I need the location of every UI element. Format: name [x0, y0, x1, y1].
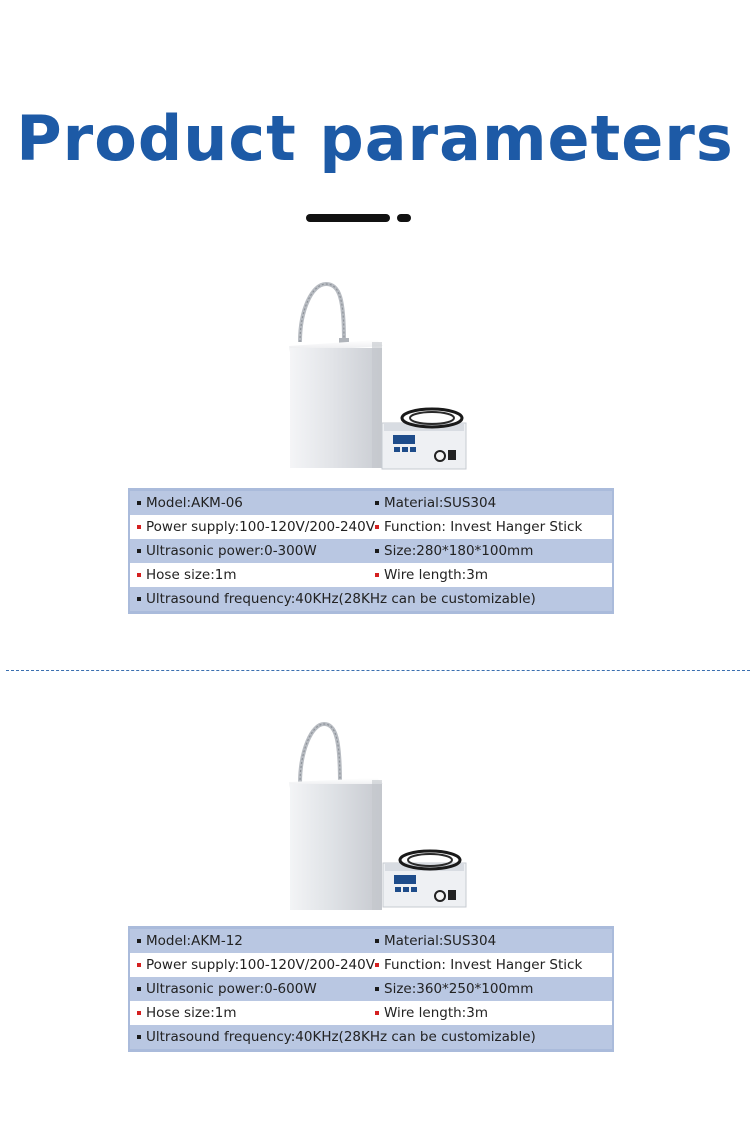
spec-hose-size: Hose size:1m [146, 1005, 237, 1021]
table-row: Hose size:1m Wire length:3m [130, 1001, 612, 1025]
spec-function: Function: Invest Hanger Stick [384, 957, 583, 973]
spec-wire-length: Wire length:3m [384, 1005, 488, 1021]
bullet-icon [137, 525, 141, 529]
bullet-icon [137, 597, 141, 601]
bullet-icon [375, 963, 379, 967]
spec-model: Model:AKM-06 [146, 495, 243, 511]
spec-size: Size:360*250*100mm [384, 981, 534, 997]
bullet-icon [137, 1035, 141, 1039]
bullet-icon [137, 549, 141, 553]
bullet-icon [137, 963, 141, 967]
page-title: Product parameters [16, 102, 734, 175]
bullet-icon [375, 501, 379, 505]
bullet-icon [137, 939, 141, 943]
bullet-icon [137, 501, 141, 505]
table-row: Ultrasonic power:0-300W Size:280*180*100… [130, 539, 612, 563]
spec-ultrasonic-power: Ultrasonic power:0-300W [146, 543, 317, 559]
bullet-icon [375, 987, 379, 991]
spec-wire-length: Wire length:3m [384, 567, 488, 583]
spec-hose-size: Hose size:1m [146, 567, 237, 583]
spec-table: Model:AKM-06 Material:SUS304 Power suppl… [128, 488, 614, 614]
table-row: Hose size:1m Wire length:3m [130, 563, 612, 587]
spec-power-supply: Power supply:100-120V/200-240V [146, 519, 375, 535]
spec-ultrasonic-power: Ultrasonic power:0-600W [146, 981, 317, 997]
bullet-icon [375, 1011, 379, 1015]
spec-material: Material:SUS304 [384, 495, 497, 511]
bullet-icon [375, 549, 379, 553]
table-row: Model:AKM-06 Material:SUS304 [130, 491, 612, 515]
spec-power-supply: Power supply:100-120V/200-240V [146, 957, 375, 973]
bullet-icon [137, 1011, 141, 1015]
table-row: Ultrasound frequency:40KHz(28KHz can be … [130, 587, 612, 611]
underline-dot [397, 214, 411, 222]
spec-frequency: Ultrasound frequency:40KHz(28KHz can be … [146, 591, 536, 607]
spec-frequency: Ultrasound frequency:40KHz(28KHz can be … [146, 1029, 536, 1045]
product-image [289, 721, 467, 910]
spec-model: Model:AKM-12 [146, 933, 243, 949]
spec-table: Model:AKM-12 Material:SUS304 Power suppl… [128, 926, 614, 1052]
bullet-icon [375, 525, 379, 529]
bullet-icon [375, 939, 379, 943]
table-row: Power supply:100-120V/200-240V Function:… [130, 953, 612, 977]
bullet-icon [137, 987, 141, 991]
bullet-icon [375, 573, 379, 577]
table-row: Power supply:100-120V/200-240V Function:… [130, 515, 612, 539]
product-image [289, 281, 467, 470]
bullet-icon [137, 573, 141, 577]
underline-bar [306, 214, 390, 222]
table-row: Model:AKM-12 Material:SUS304 [130, 929, 612, 953]
spec-material: Material:SUS304 [384, 933, 497, 949]
table-row: Ultrasound frequency:40KHz(28KHz can be … [130, 1025, 612, 1049]
spec-function: Function: Invest Hanger Stick [384, 519, 583, 535]
table-row: Ultrasonic power:0-600W Size:360*250*100… [130, 977, 612, 1001]
section-divider [6, 670, 750, 671]
spec-size: Size:280*180*100mm [384, 543, 534, 559]
